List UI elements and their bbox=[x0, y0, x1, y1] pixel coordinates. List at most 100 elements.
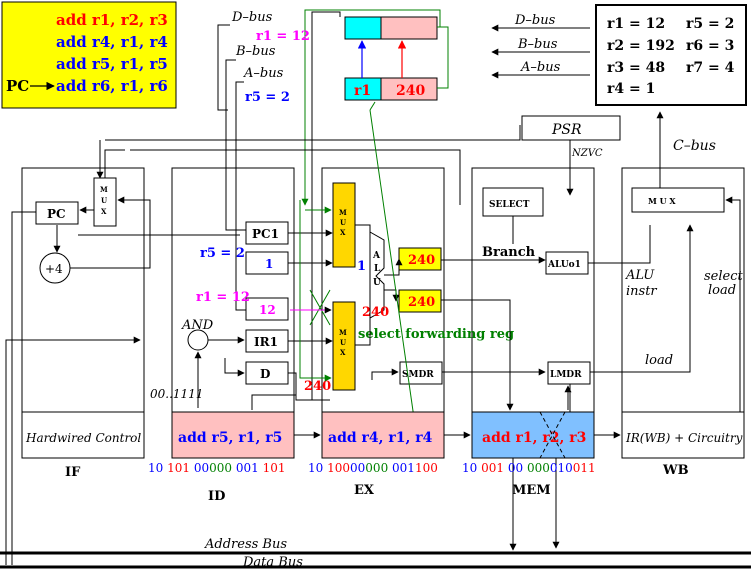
stage-label-ex: EX bbox=[354, 483, 375, 498]
enc-ex-f5: 100 bbox=[415, 461, 438, 475]
stage-label-if: IF bbox=[65, 465, 81, 480]
svg-text:10 001 00 000010011: 10 001 00 000010011 bbox=[462, 461, 596, 475]
enc-mem-op: 10 bbox=[462, 461, 477, 475]
address-bus-label: Address Bus bbox=[204, 537, 287, 552]
wb-stage: M U X C–bus ALU instr select load load I… bbox=[621, 111, 745, 478]
psr-label: PSR bbox=[551, 122, 582, 138]
alu-label-u: U bbox=[373, 278, 381, 288]
ex-mux-top-m: M bbox=[339, 208, 347, 217]
ex-mux-top-x: X bbox=[340, 228, 346, 237]
reg-cell-r6: r6 = 3 bbox=[686, 38, 734, 54]
register-file: r1 240 bbox=[301, 9, 449, 206]
pipeline-instr-ex: add r4, r1, r4 bbox=[328, 430, 433, 446]
mask-label: 00..1111 bbox=[150, 387, 203, 401]
enc-mem-f3: 000 bbox=[527, 461, 550, 475]
program-line-1: add r1, r2, r3 bbox=[56, 11, 168, 29]
enc-ex-op: 10 bbox=[308, 461, 323, 475]
encoding-id: 10 101 00000 001 101 bbox=[148, 461, 286, 475]
ex-mux-top-u: U bbox=[340, 218, 346, 227]
alu-result-2: 240 bbox=[408, 295, 435, 310]
system-buses: Address Bus Data Bus bbox=[0, 537, 751, 570]
one-block-label: 1 bbox=[265, 257, 273, 271]
ir-wb-label: IR(WB) + Circuitry bbox=[625, 431, 743, 445]
svg-text:10 101 00000 001 101: 10 101 00000 001 101 bbox=[148, 461, 286, 475]
left-bus-labels: D–bus B–bus A–bus r1 = 12 r5 = 2 bbox=[231, 10, 310, 105]
alu-label-a: A bbox=[372, 251, 381, 261]
register-values-table: r1 = 12 r5 = 2 r2 = 192 r6 = 3 r3 = 48 r… bbox=[595, 4, 747, 106]
select-load-label-1: select bbox=[704, 269, 743, 284]
pipeline-instr-mem: add r1, r2, r3 bbox=[482, 430, 586, 446]
data-bus-label: Data Bus bbox=[242, 555, 303, 570]
program-line-3: add r5, r1, r5 bbox=[56, 55, 168, 73]
enc-id-f3: 000 bbox=[209, 461, 232, 475]
d-bus-right-label: D–bus bbox=[514, 13, 556, 28]
enc-ex-f4: 001 bbox=[392, 461, 415, 475]
smdr-label: SMDR bbox=[402, 370, 434, 380]
if-mux-label-u: U bbox=[101, 196, 107, 205]
load-label: load bbox=[645, 353, 673, 368]
select-forwarding-label: select forwarding reg bbox=[358, 327, 514, 342]
stage-label-id: ID bbox=[208, 489, 225, 504]
enc-ex-f1: 100 bbox=[327, 461, 350, 475]
if-stage: PC M U X +4 Hardwired Control IF bbox=[5, 125, 521, 565]
program-pc-label: PC bbox=[6, 77, 29, 95]
d-block-label: D bbox=[260, 367, 270, 381]
program-line-2: add r4, r1, r4 bbox=[56, 33, 168, 51]
select-block: SELECT bbox=[482, 187, 544, 217]
enc-id-f2: 00 bbox=[194, 461, 209, 475]
alu-mux-out-label: 240 bbox=[362, 305, 389, 320]
enc-id-f1: 101 bbox=[167, 461, 190, 475]
alu-instr-label-2: instr bbox=[626, 284, 657, 299]
pc1-block-label: PC1 bbox=[252, 227, 279, 241]
wb-mux-label: M U X bbox=[648, 196, 676, 206]
reg-cell-r1: r1 = 12 bbox=[607, 16, 665, 32]
id-stage: PC1 1 12 IR1 D r5 = 2 r1 = 12 AND 00..11… bbox=[150, 221, 333, 504]
enc-id-f5: 101 bbox=[263, 461, 286, 475]
if-mux-label-m: M bbox=[100, 185, 108, 194]
and-label: AND bbox=[181, 318, 214, 333]
encoding-ex: 10 10000000 001100 bbox=[308, 461, 438, 475]
pipeline-instr-id: add r5, r1, r5 bbox=[178, 430, 282, 446]
enc-ex-f2: 00 bbox=[350, 461, 365, 475]
reg-cell-r4: r4 = 1 bbox=[607, 81, 655, 97]
regfile-r1-value: 240 bbox=[396, 83, 425, 99]
annotation-r5-2-id: r5 = 2 bbox=[200, 246, 245, 261]
alu-label-l: L bbox=[374, 264, 381, 274]
reg-cell-r2: r2 = 192 bbox=[607, 38, 675, 54]
enc-id-f4: 001 bbox=[236, 461, 259, 475]
ir1-block-label: IR1 bbox=[254, 335, 278, 349]
aluo1-label: ALUo1 bbox=[547, 260, 581, 270]
c-bus-label: C–bus bbox=[673, 138, 716, 154]
ex-mux-bottom-m: M bbox=[339, 328, 347, 337]
psr-block: PSR NZVC bbox=[521, 115, 621, 196]
branch-label: Branch bbox=[482, 245, 536, 260]
stage-label-wb: WB bbox=[662, 463, 689, 478]
bottom-mux-out-label: 240 bbox=[304, 379, 331, 394]
annotation-r5-2-top: r5 = 2 bbox=[245, 90, 290, 105]
reg-cell-r3: r3 = 48 bbox=[607, 60, 665, 76]
enc-mem-f2: 00 bbox=[508, 461, 523, 475]
b-bus-left-label: B–bus bbox=[235, 44, 276, 59]
ex-stage: M U X M U X A L U 1 240 240 240 240 SMDR… bbox=[290, 101, 546, 498]
regfile-r1-label: r1 bbox=[354, 83, 371, 99]
enc-mem-f5: 011 bbox=[573, 461, 596, 475]
select-label: SELECT bbox=[489, 200, 530, 210]
nzvc-label: NZVC bbox=[571, 148, 603, 159]
a-bus-right-label: A–bus bbox=[520, 60, 561, 75]
alu-input-one-label: 1 bbox=[357, 259, 366, 274]
ex-mux-bottom-u: U bbox=[340, 338, 346, 347]
mem-stage: ALUo1 LMDR Branch add r1, r2, r3 MEM bbox=[471, 216, 694, 551]
reg-cell-r7: r7 = 4 bbox=[686, 60, 735, 76]
alu-instr-label-1: ALU bbox=[625, 268, 655, 283]
hardwired-control-label: Hardwired Control bbox=[25, 431, 141, 445]
reg-cell-r5: r5 = 2 bbox=[686, 16, 734, 32]
lmdr-label: LMDR bbox=[550, 370, 582, 380]
pc-block-label: PC bbox=[47, 207, 66, 221]
plus4-label: +4 bbox=[45, 262, 63, 276]
select-load-label-2: load bbox=[708, 283, 736, 298]
enc-mem-f4: 010 bbox=[550, 461, 573, 475]
enc-mem-f1: 001 bbox=[481, 461, 504, 475]
a-bus-left-label: A–bus bbox=[243, 66, 284, 81]
